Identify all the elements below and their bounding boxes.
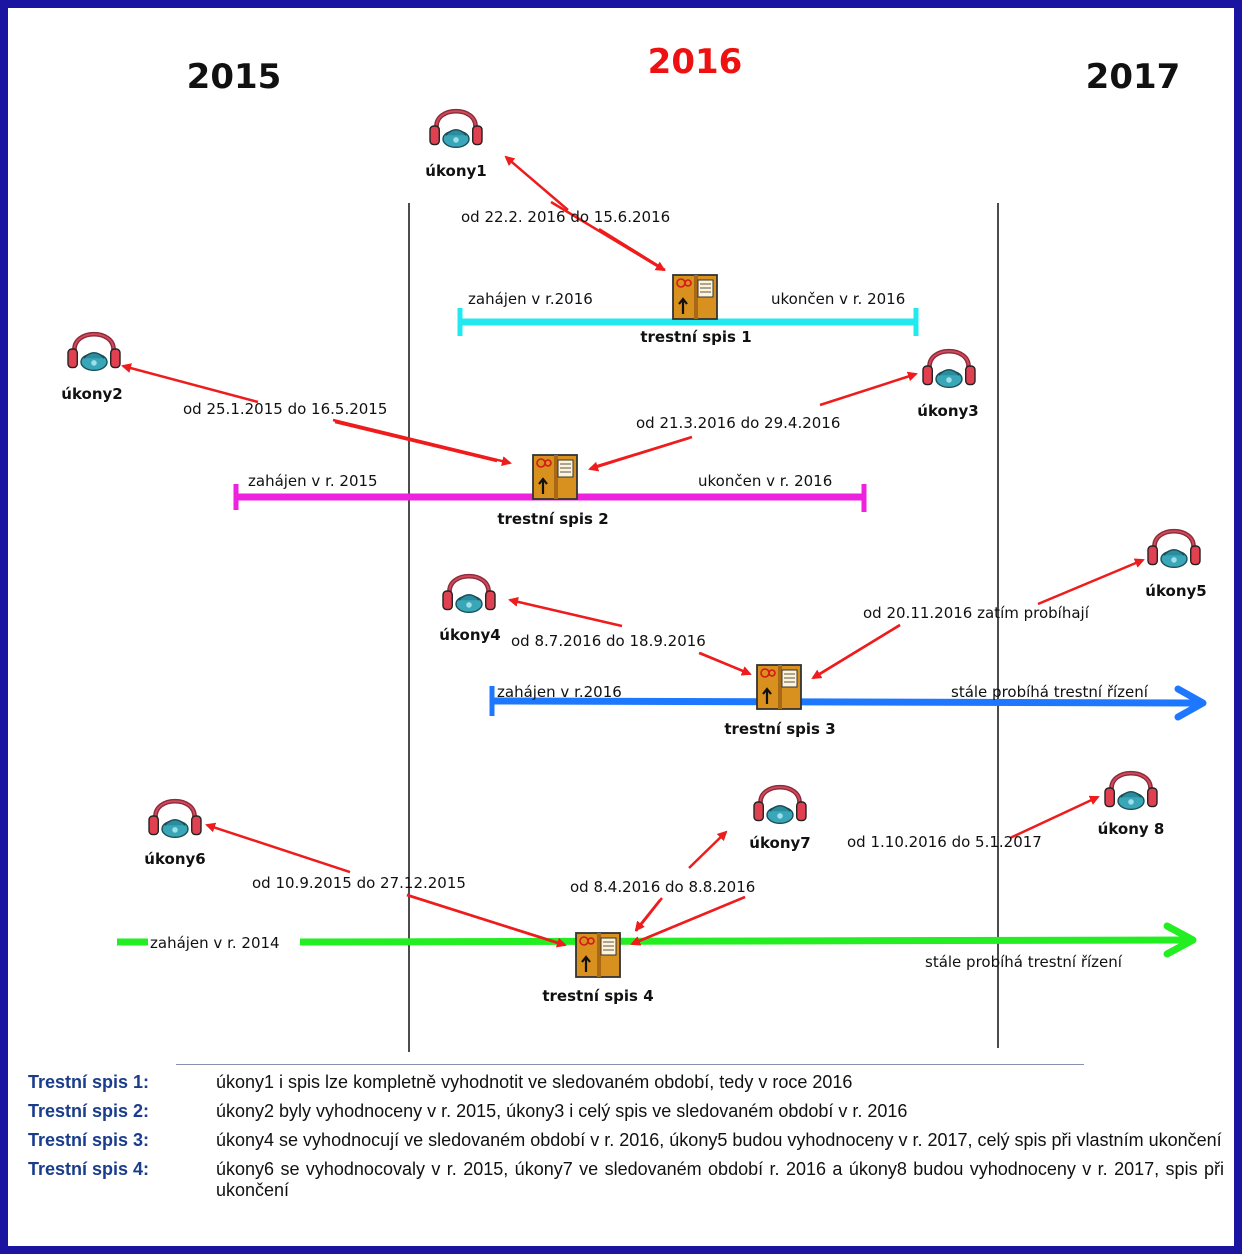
legend-text-4: úkony6 se vyhodnocovaly v r. 2015, úkony…	[216, 1159, 1224, 1200]
headset-phone-icon	[149, 801, 201, 837]
headset-phone-icon	[430, 111, 482, 147]
arrow-tip-spis2-left	[332, 418, 512, 466]
node-ukony6: úkony6	[144, 850, 205, 868]
legend-separator	[176, 1064, 1084, 1065]
node-spis1: trestní spis 1	[640, 328, 751, 346]
node-spis2: trestní spis 2	[497, 510, 608, 528]
timeline-2-end-label: ukončen v r. 2016	[698, 472, 832, 490]
node-ukony5: úkony5	[1145, 582, 1206, 600]
legend-row-2: Trestní spis 2: úkony2 byly vyhodnoceny …	[28, 1101, 1224, 1122]
edge-label-3: od 21.3.2016 do 29.4.2016	[636, 414, 840, 432]
edge-label-5: od 20.11.2016 zatím probíhají	[863, 604, 1090, 622]
arrowhead-reverse-group	[332, 200, 901, 948]
legend-row-4: Trestní spis 4: úkony6 se vyhodnocovaly …	[28, 1159, 1224, 1201]
legend-text-2: úkony2 byly vyhodnoceny v r. 2015, úkony…	[216, 1101, 908, 1121]
case-file-box-icon	[755, 663, 803, 711]
legend: Trestní spis 1: úkony1 i spis lze komple…	[28, 1072, 1224, 1209]
year-2015: 2015	[187, 57, 282, 97]
legend-key-2: Trestní spis 2:	[28, 1101, 150, 1121]
arrow-tip-spis3-right	[811, 623, 901, 680]
timeline-spis-1	[457, 308, 919, 336]
edge-label-7: od 8.4.2016 do 8.8.2016	[570, 878, 755, 896]
node-spis3: trestní spis 3	[724, 720, 835, 738]
case-file-box-icon	[574, 931, 622, 979]
arrow-tip-spis2-right	[588, 435, 693, 472]
headset-phone-icon	[443, 576, 495, 612]
edge-label-2: od 25.1.2015 do 16.5.2015	[183, 400, 387, 418]
timeline-3-end-label: stále probíhá trestní řízení	[951, 683, 1149, 701]
timeline-spis-3	[489, 685, 1207, 721]
timeline-3-start-label: zahájen v r.2016	[497, 683, 622, 701]
legend-key-1: Trestní spis 1:	[28, 1072, 150, 1092]
legend-text-3: úkony4 se vyhodnocují ve sledovaném obdo…	[216, 1130, 1222, 1150]
year-2017: 2017	[1086, 57, 1181, 97]
edge-label-6: od 10.9.2015 do 27.12.2015	[252, 874, 466, 892]
arrow-spis4-ukony8	[633, 797, 1098, 945]
legend-key-4: Trestní spis 4:	[28, 1159, 150, 1179]
node-ukony8: úkony 8	[1098, 820, 1165, 838]
node-ukony2: úkony2	[61, 385, 122, 403]
arrow-tip-spis4-mid	[634, 899, 661, 932]
headset-phone-icon	[923, 351, 975, 387]
timeline-spis-4	[117, 922, 1197, 958]
node-ukony3: úkony3	[917, 402, 978, 420]
node-ukony7: úkony7	[749, 834, 810, 852]
edge-label-1: od 22.2. 2016 do 15.6.2016	[461, 208, 670, 226]
case-file-box-icon	[671, 273, 719, 321]
timeline-2-start-label: zahájen v r. 2015	[248, 472, 378, 490]
node-ukony4: úkony4	[439, 626, 500, 644]
timeline-diagram: 2015 2016 2017 zahájen v r.2016 ukončen …	[61, 42, 1207, 1052]
case-file-box-icon	[531, 453, 579, 501]
year-2016: 2016	[648, 42, 743, 82]
legend-row-3: Trestní spis 3: úkony4 se vyhodnocují ve…	[28, 1130, 1224, 1151]
arrow-tip-spis3-left	[699, 651, 752, 676]
headset-phone-icon	[68, 334, 120, 370]
timeline-4-end-label: stále probíhá trestní řízení	[925, 953, 1123, 971]
arrow-tip-spis4-right	[630, 895, 746, 946]
edge-label-4: od 8.7.2016 do 18.9.2016	[511, 632, 706, 650]
timeline-1-start-label: zahájen v r.2016	[468, 290, 593, 308]
arrow-group	[123, 157, 1143, 946]
headset-phone-icon	[754, 787, 806, 823]
timeline-1-end-label: ukončen v r. 2016	[771, 290, 905, 308]
legend-key-3: Trestní spis 3:	[28, 1130, 150, 1150]
headset-phone-icon	[1105, 773, 1157, 809]
timeline-4-start-label: zahájen v r. 2014	[150, 934, 280, 952]
node-spis4: trestní spis 4	[542, 987, 653, 1005]
headset-phone-icon	[1148, 531, 1200, 567]
legend-row-1: Trestní spis 1: úkony1 i spis lze komple…	[28, 1072, 1224, 1093]
legend-text-1: úkony1 i spis lze kompletně vyhodnotit v…	[216, 1072, 853, 1092]
node-ukony1: úkony1	[425, 162, 486, 180]
arrow-tip-spis1	[550, 200, 666, 272]
edge-label-8: od 1.10.2016 do 5.1.2017	[847, 833, 1042, 851]
arrow-tip-spis4-left	[406, 893, 567, 948]
